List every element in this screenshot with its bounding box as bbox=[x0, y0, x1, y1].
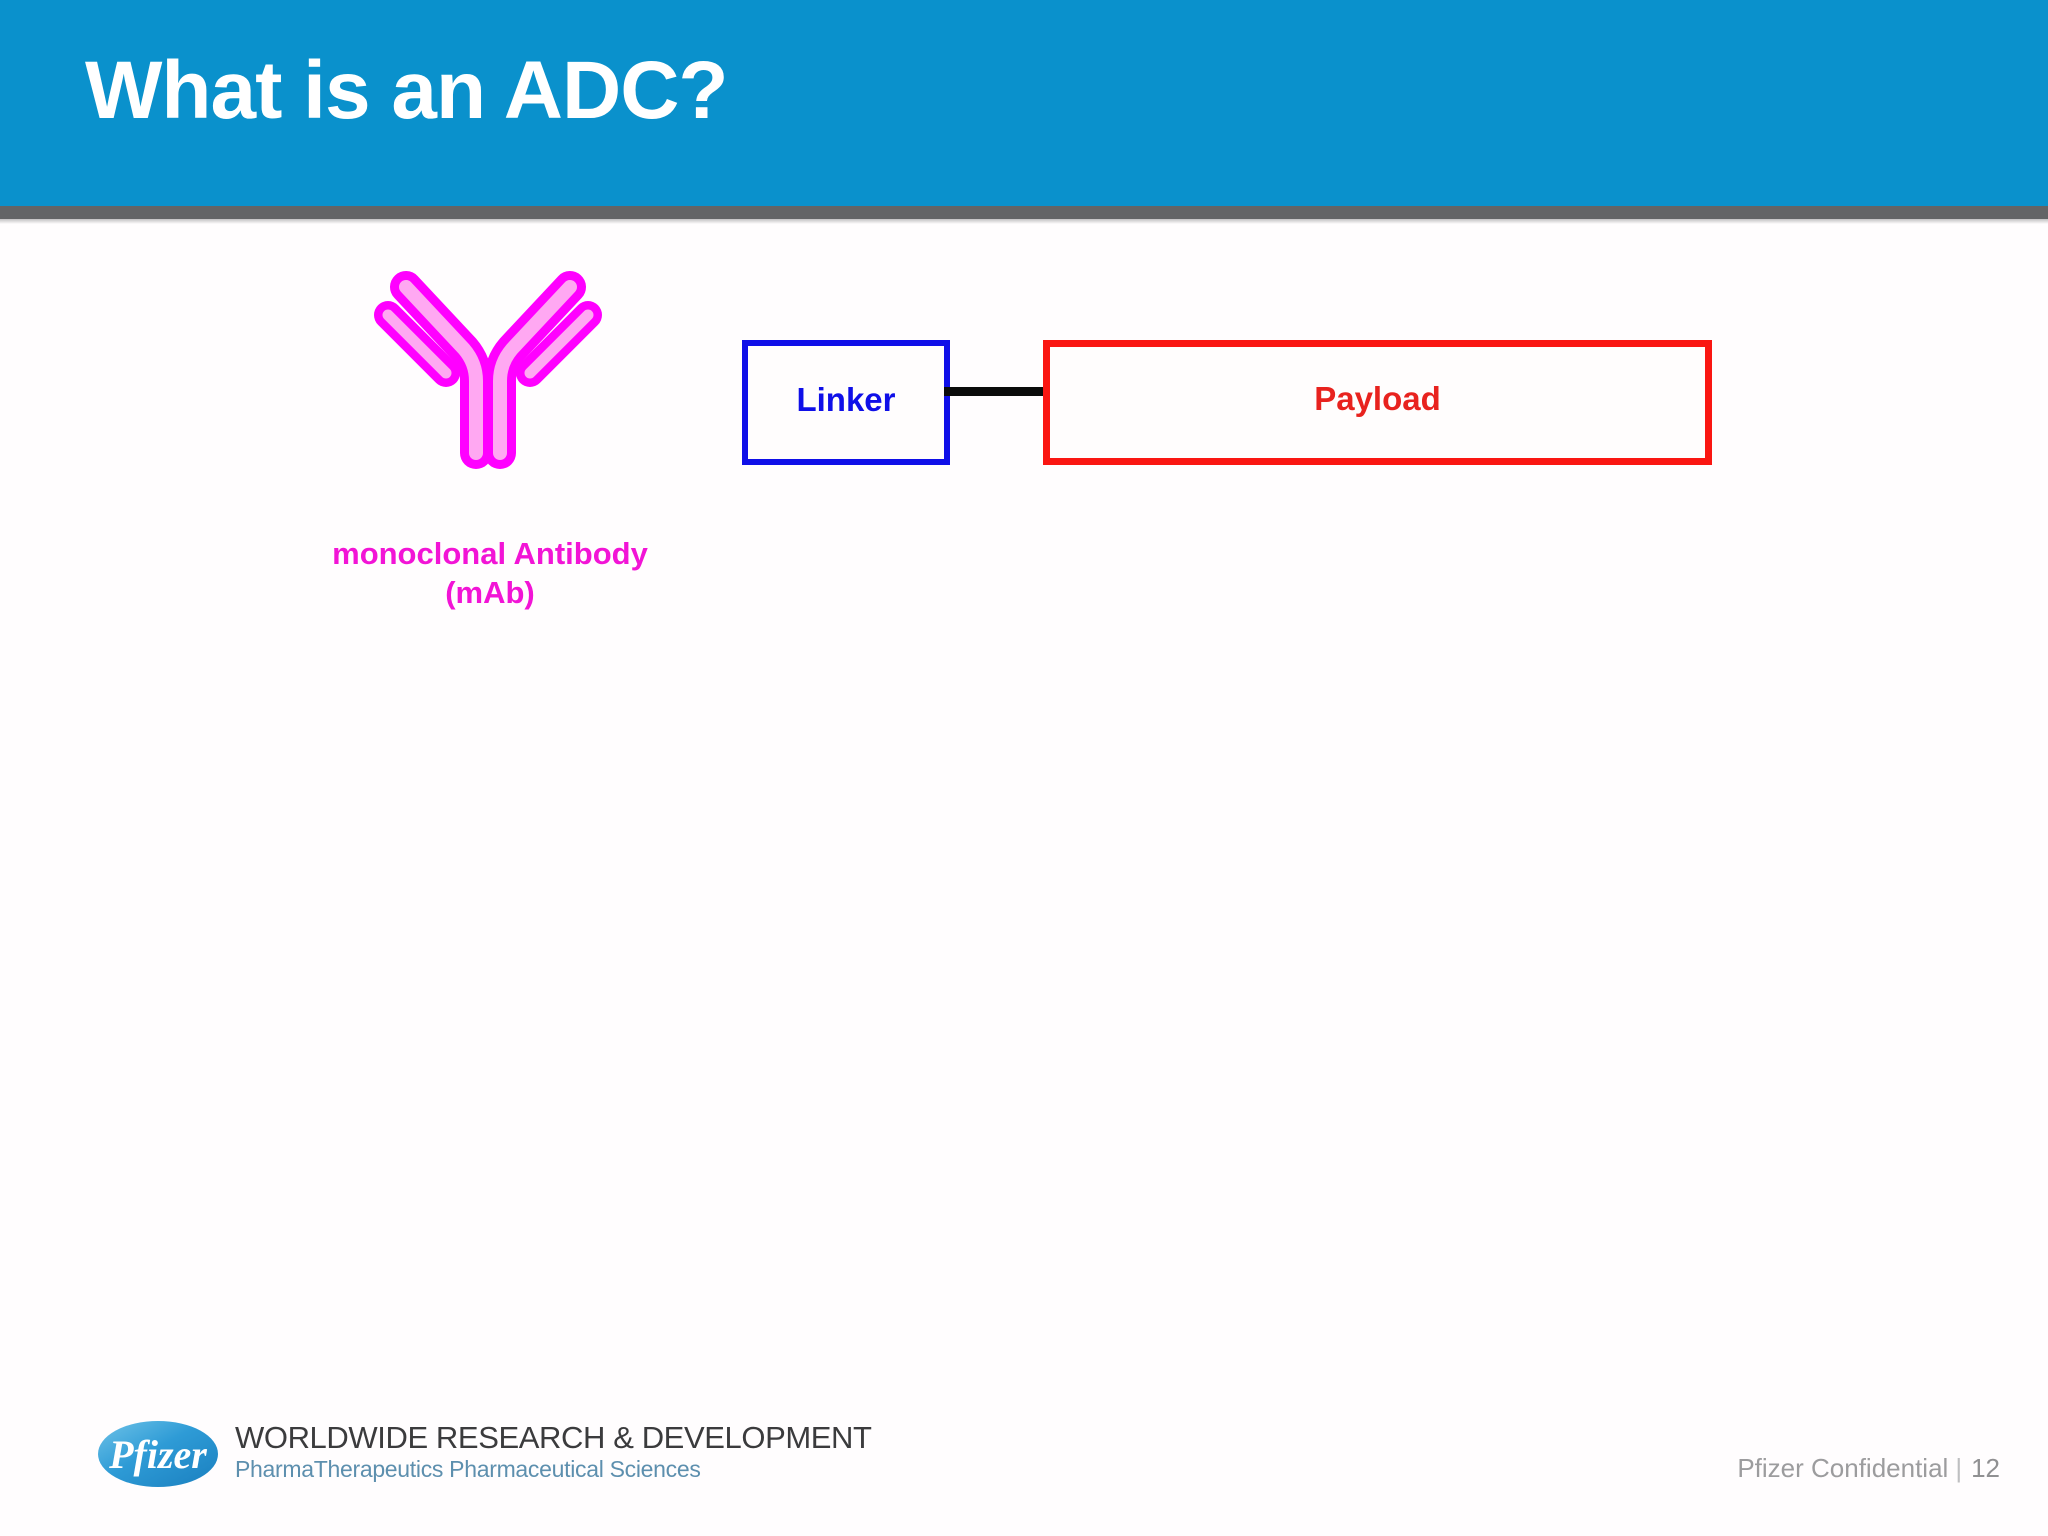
antibody-caption-line1: monoclonal Antibody bbox=[332, 536, 648, 571]
linker-box bbox=[742, 340, 950, 465]
antibody-caption: monoclonal Antibody (mAb) bbox=[235, 535, 745, 613]
page-number: 12 bbox=[1971, 1453, 2000, 1483]
payload-label: Payload bbox=[1314, 380, 1441, 417]
payload-box bbox=[1043, 340, 1712, 465]
antibody-caption-line2: (mAb) bbox=[445, 574, 535, 610]
title-divider-shadow bbox=[0, 219, 2048, 224]
pfizer-org-line2: PharmaTherapeutics Pharmaceutical Scienc… bbox=[235, 1456, 701, 1483]
confidentiality-and-page-number: Pfizer Confidential| 12 bbox=[1737, 1453, 2000, 1484]
footer-separator: | bbox=[1955, 1453, 1963, 1483]
pfizer-org-line1: WORLDWIDE RESEARCH & DEVELOPMENT bbox=[235, 1419, 872, 1455]
svg-text:Pfizer: Pfizer bbox=[108, 1432, 207, 1477]
antibody-y-shape-icon bbox=[368, 245, 608, 485]
confidential-label: Pfizer Confidential bbox=[1737, 1453, 1949, 1483]
pfizer-footer-logo: Pfizer WORLDWIDE RESEARCH & DEVELOPMENT … bbox=[96, 1418, 872, 1490]
pfizer-org-wordmark: WORLDWIDE RESEARCH & DEVELOPMENT PharmaT… bbox=[235, 1419, 872, 1483]
linker-payload-connector bbox=[944, 387, 1046, 396]
linker-label: Linker bbox=[796, 381, 896, 418]
page-title: What is an ADC? bbox=[85, 45, 729, 136]
title-divider-rule bbox=[0, 206, 2048, 219]
title-banner bbox=[0, 0, 2048, 206]
pfizer-logo-icon: Pfizer bbox=[96, 1418, 221, 1490]
